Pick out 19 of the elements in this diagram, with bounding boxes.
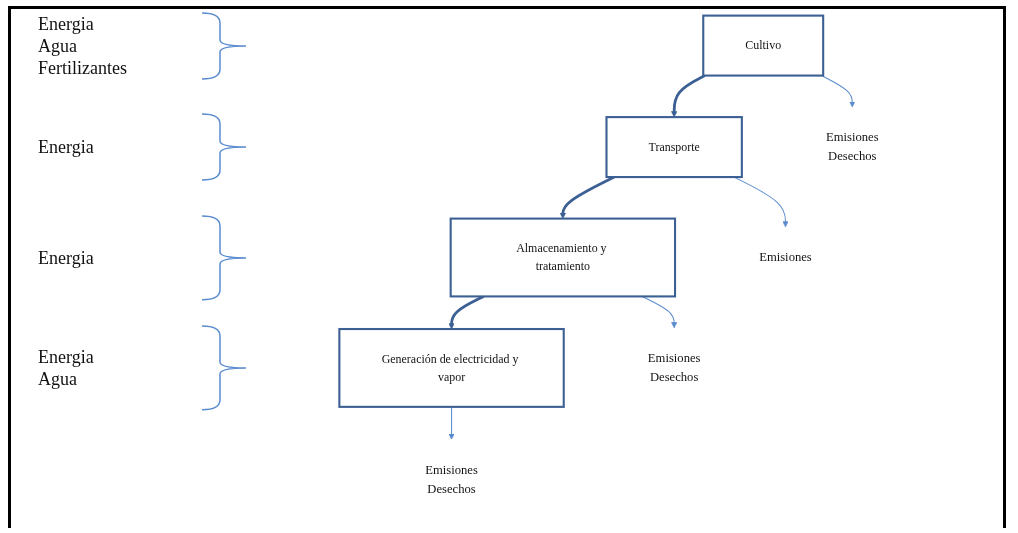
node-text: Emisiones Desechos <box>647 351 701 385</box>
input-label: Agua <box>38 34 77 57</box>
input-label: Agua <box>38 367 77 390</box>
node-text: Emisiones Desechos <box>425 462 478 496</box>
arrow <box>821 75 856 108</box>
node-box: Almacenamiento y tratamiento <box>449 217 677 298</box>
input-label: Energia <box>38 136 94 159</box>
node-box: Generación de electricidad y vapor <box>338 327 565 408</box>
arrow <box>671 74 706 118</box>
input-label: Energia <box>38 246 94 269</box>
node-text: Emisiones Desechos <box>825 130 879 164</box>
node-box: Transporte <box>605 116 743 179</box>
arrow <box>559 175 615 219</box>
arrow <box>448 406 455 440</box>
node-text: Emisiones <box>759 250 812 265</box>
input-label: Fertilizantes <box>38 56 127 79</box>
node-box: Cultivo <box>702 14 825 77</box>
input-label: Energia <box>38 345 94 368</box>
input-label: Energia <box>38 12 94 35</box>
